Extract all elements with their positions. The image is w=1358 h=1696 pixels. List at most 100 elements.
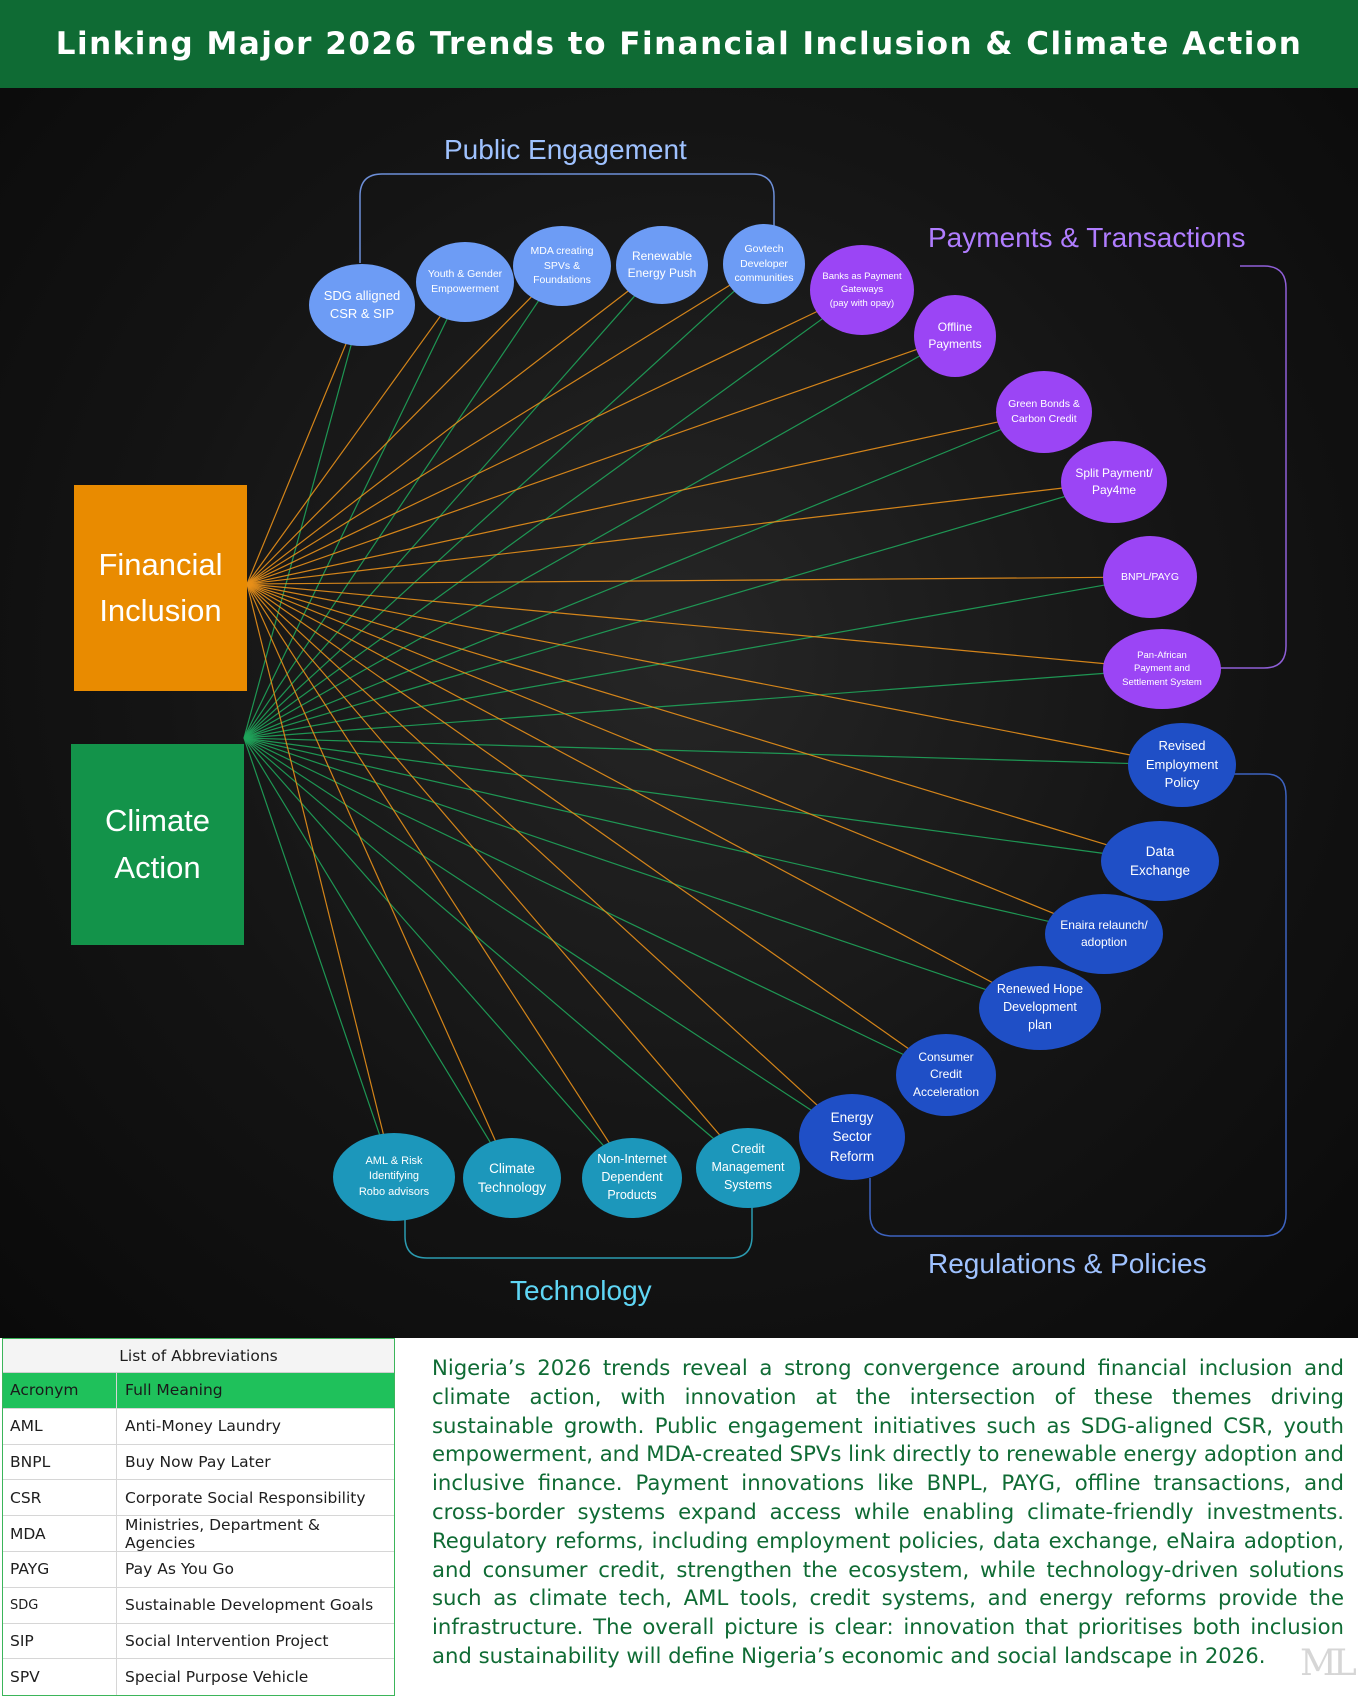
node-offline-payments: Offline Payments xyxy=(914,295,996,377)
link-climate-action-17 xyxy=(243,737,719,1144)
link-climate-action-14 xyxy=(243,737,994,993)
trend-diagram: Public Engagement Payments & Transaction… xyxy=(0,88,1358,1338)
table-row: CSR Corporate Social Responsibility xyxy=(3,1480,394,1517)
link-financial-inclusion-10 xyxy=(246,583,1113,665)
node-climate-technology: Climate Technology xyxy=(463,1138,561,1218)
abbreviations-table: List of Abbreviations Acronym Full Meani… xyxy=(2,1338,395,1696)
link-financial-inclusion-14 xyxy=(246,583,1000,987)
link-climate-action-13 xyxy=(243,737,1057,924)
link-financial-inclusion-18 xyxy=(246,583,613,1149)
table-row: PAYG Pay As You Go xyxy=(3,1551,394,1588)
link-climate-action-3 xyxy=(243,291,640,739)
climate-action-label: Climate Action xyxy=(104,803,211,885)
link-financial-inclusion-17 xyxy=(246,583,725,1141)
abbreviations-header-row: Acronym Full Meaning xyxy=(3,1373,394,1409)
node-aml-robo-advisors: AML & Risk Identifying Robo advisors xyxy=(333,1133,455,1221)
link-financial-inclusion-20 xyxy=(246,583,386,1141)
link-financial-inclusion-13 xyxy=(246,583,1062,918)
node-revised-employment-policy: Revised Employment Policy xyxy=(1128,723,1236,807)
acronym-header: Acronym xyxy=(3,1373,117,1408)
link-climate-action-11 xyxy=(243,737,1137,765)
meaning-cell: Social Intervention Project xyxy=(125,1631,329,1650)
watermark-logo: ML xyxy=(1300,1643,1357,1684)
meaning-cell: Buy Now Pay Later xyxy=(125,1452,271,1471)
group-label-public-engagement: Public Engagement xyxy=(444,134,687,165)
meaning-cell: Sustainable Development Goals xyxy=(125,1596,374,1615)
link-financial-inclusion-6 xyxy=(246,346,923,585)
table-row: SDG Sustainable Development Goals xyxy=(3,1587,394,1624)
technology-bracket xyxy=(404,1186,753,1259)
node-green-bonds-carbon-credit: Green Bonds & Carbon Credit xyxy=(996,371,1092,453)
payments-bracket xyxy=(1214,265,1287,669)
meaning-cell: Pay As You Go xyxy=(125,1560,234,1579)
link-financial-inclusion-5 xyxy=(246,307,824,585)
diagram-canvas xyxy=(243,173,1287,1259)
acronym-cell: PAYG xyxy=(3,1551,117,1587)
group-label-technology: Technology xyxy=(510,1275,652,1306)
node-pan-african-payment-system: Pan-African Payment and Settlement Syste… xyxy=(1103,629,1221,709)
meaning-cell: Corporate Social Responsibility xyxy=(125,1488,366,1507)
link-climate-action-2 xyxy=(243,295,543,739)
meaning-header: Full Meaning xyxy=(125,1381,223,1400)
link-financial-inclusion-8 xyxy=(246,486,1070,585)
meaning-cell: Anti-Money Laundry xyxy=(125,1417,281,1436)
link-climate-action-12 xyxy=(243,737,1111,855)
meaning-cell: Ministries, Department & Agencies xyxy=(125,1515,320,1552)
node-mda-spvs-foundations: MDA creating SPVs & Foundations xyxy=(513,226,611,306)
summary-paragraph: Nigeria’s 2026 trends reveal a strong co… xyxy=(432,1355,1344,1668)
link-climate-action-8 xyxy=(243,493,1073,739)
acronym-cell: SDG xyxy=(3,1587,117,1623)
regulations-bracket xyxy=(869,773,1287,1237)
page-title: Linking Major 2026 Trends to Financial I… xyxy=(55,26,1303,62)
node-bnpl-payg: BNPL/PAYG xyxy=(1103,536,1197,618)
acronym-cell: SIP xyxy=(3,1623,117,1659)
link-financial-inclusion-11 xyxy=(246,583,1138,757)
node-consumer-credit-acceleration: Consumer Credit Acceleration xyxy=(896,1034,996,1116)
node-split-payment-pay4me: Split Payment/ Pay4me xyxy=(1061,441,1167,523)
acronym-cell: CSR xyxy=(3,1480,117,1516)
node-govtech-developer-communities: Govtech Developer communities xyxy=(723,224,805,304)
link-climate-action-15 xyxy=(243,737,910,1058)
table-row: SIP Social Intervention Project xyxy=(3,1623,394,1660)
link-financial-inclusion-12 xyxy=(246,583,1115,848)
link-financial-inclusion-7 xyxy=(246,419,1005,585)
climate-action-box: Climate Action xyxy=(71,744,244,945)
title-banner: Linking Major 2026 Trends to Financial I… xyxy=(0,0,1358,88)
link-climate-action-0 xyxy=(243,338,354,739)
table-row: AML Anti-Money Laundry xyxy=(3,1408,394,1445)
link-climate-action-4 xyxy=(243,286,739,739)
link-financial-inclusion-19 xyxy=(246,583,499,1147)
node-renewable-energy-push: Renewable Energy Push xyxy=(616,226,708,304)
link-climate-action-18 xyxy=(243,737,608,1151)
link-climate-action-10 xyxy=(243,672,1113,739)
node-energy-sector-reform: Energy Sector Reform xyxy=(799,1094,905,1180)
node-banks-as-payment-gateways: Banks as Payment Gateways (pay with opay… xyxy=(810,245,914,335)
link-climate-action-1 xyxy=(243,313,451,739)
node-youth-gender-empowerment: Youth & Gender Empowerment xyxy=(416,242,514,322)
link-financial-inclusion-1 xyxy=(246,310,445,585)
acronym-cell: AML xyxy=(3,1408,117,1444)
link-financial-inclusion-9 xyxy=(246,576,1111,585)
link-climate-action-19 xyxy=(243,737,494,1148)
financial-inclusion-box: Financial Inclusion xyxy=(74,485,247,691)
acronym-cell: MDA xyxy=(3,1516,117,1551)
group-label-regulations: Regulations & Policies xyxy=(928,1248,1207,1279)
link-climate-action-16 xyxy=(243,737,818,1115)
link-climate-action-9 xyxy=(243,583,1111,739)
node-credit-management-systems: Credit Management Systems xyxy=(696,1128,800,1208)
node-data-exchange: Data Exchange xyxy=(1101,821,1219,901)
link-financial-inclusion-4 xyxy=(246,281,735,585)
financial-inclusion-label: Financial Inclusion xyxy=(98,546,223,629)
public-engagement-bracket xyxy=(359,173,775,263)
link-climate-action-6 xyxy=(243,352,925,739)
node-enaira-relaunch: Enaira relaunch/ adoption xyxy=(1045,894,1163,974)
link-climate-action-5 xyxy=(243,314,829,739)
link-financial-inclusion-15 xyxy=(246,583,915,1053)
group-label-payments: Payments & Transactions xyxy=(928,222,1246,253)
node-sdg-csr-sip: SDG alligned CSR & SIP xyxy=(309,264,415,346)
link-climate-action-20 xyxy=(243,737,383,1141)
link-climate-action-7 xyxy=(243,426,1008,739)
